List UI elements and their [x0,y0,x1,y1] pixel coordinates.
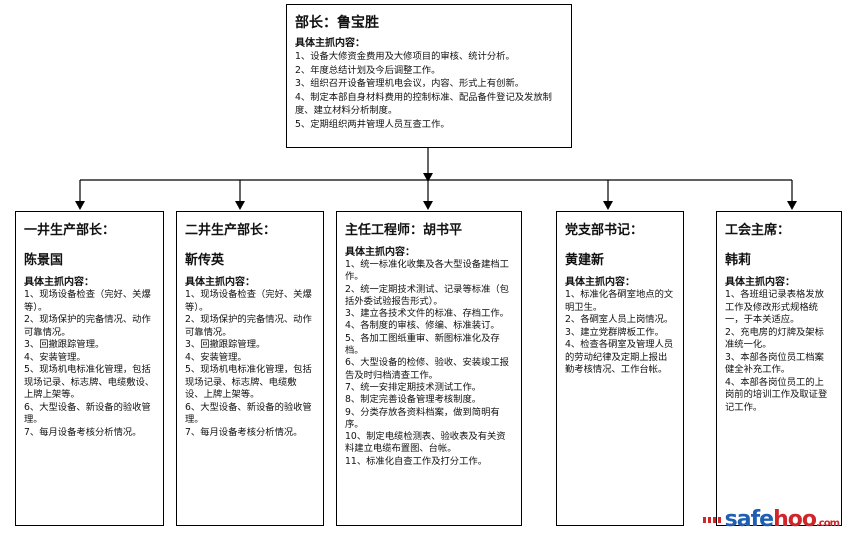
arrowhead-3 [423,201,433,210]
box-items: 1、各班组记录表格发放工作及修改形式规格统一，于本关适应。 2、充电房的灯牌及架… [725,289,833,414]
watermark-logo: safehoo.com [701,507,840,532]
list-item: 7、每月设备考核分析情况。 [185,426,303,438]
list-item: 5、各加工图纸重审、新图标准化及存档。 [345,332,500,357]
list-item: 3、建立各技术文件的标准、存档工作。 [345,308,509,320]
list-item: 1、设备大修资金费用及大修项目的审核、统计分析。 [295,51,515,62]
box-subtitle: 具体主抓内容： [185,277,255,288]
box-union-chair: 工会主席： 韩莉 具体主抓内容： 1、各班组记录表格发放工作及修改形式规格统一，… [716,211,842,526]
watermark-part2: hoo [773,507,817,532]
box-title: 二井生产部长： [185,223,277,238]
box-items: 1、统一标准化收集及各大型设备建档工作。 2、统一定期技术测试、记录等标准（包括… [345,259,513,468]
list-item: 4、各制度的审核、修编、标准装订。 [345,320,500,332]
arrowhead-2 [235,201,245,210]
box-items: 1、标准化各硐室地点的文明卫生。 2、各硐室人员上岗情况。 3、建立党群牌板工作… [565,289,675,377]
list-item: 4、制定本部自身材料费用的控制标准、配品备件登记及发放制度、建立材料分析制度。 [295,91,552,117]
list-item: 10、制定电缆检测表、验收表及有关资料建立电缆布置图、台帐。 [345,431,506,455]
list-item: 9、分类存放各资料档案，做到简明有序。 [345,406,500,430]
box-items: 1、现场设备检查（完好、关爆等）。 2、现场保护的完备情况、动作可靠情况。 3、… [24,289,155,439]
top-title: 部长：鲁宝胜 [295,15,379,31]
list-item: 1、统一标准化收集及各大型设备建档工作。 [345,259,509,283]
list-item: 5、定期组织两井管理人员互查工作。 [295,118,450,130]
box-person-name: 黄建新 [565,253,605,268]
box-items: 1、现场设备检查（完好、关爆等）。 2、现场保护的完备情况、动作可靠情况。 3、… [185,289,315,439]
box-party-secretary: 党支部书记： 黄建新 具体主抓内容： 1、标准化各硐室地点的文明卫生。 2、各硐… [556,211,684,526]
list-item: 7、统一安排定期技术测试工作。 [345,381,482,393]
box-title: 一井生产部长： [24,223,116,238]
list-item: 6、大型设备的检修、验收、安装竣工报告及时归档清查工作。 [345,357,509,381]
watermark-part1: safe [724,507,774,532]
list-item: 3、建立党群牌板工作。 [565,326,664,338]
list-item: 1、标准化各硐室地点的文明卫生。 [565,289,674,313]
box-person-name: 韩莉 [725,253,752,268]
box-mine1-director: 一井生产部长： 陈景国 具体主抓内容： 1、现场设备检查（完好、关爆等）。 2、… [15,211,164,526]
box-title: 工会主席： [725,223,791,238]
list-item: 6、大型设备、新设备的验收管理。 [24,401,151,426]
arrowhead-4 [603,201,613,210]
box-subtitle: 具体主抓内容： [24,277,94,288]
box-title: 党支部书记： [565,223,644,238]
list-item: 6、大型设备、新设备的验收管理。 [185,401,312,426]
arrowhead-1 [75,201,85,210]
watermark-dots [702,517,723,523]
list-item: 2、现场保护的完备情况、动作可靠情况。 [24,314,151,338]
box-person-name: 陈景国 [24,253,64,268]
list-item: 3、本部各岗位员工档案健全补充工作。 [725,351,824,376]
list-item: 4、安装管理。 [24,351,86,363]
list-item: 2、充电房的灯牌及架标准统一化。 [725,326,824,351]
list-item: 3、回撤跟踪管理。 [185,339,266,350]
list-item: 5、现场机电标准化管理，包括现场记录、标志牌、电缆敷设、上牌上架等。 [185,364,312,400]
arrowhead-5 [787,201,797,210]
box-subtitle: 具体主抓内容： [565,277,635,288]
list-item: 2、年度总结计划及今后调整工作。 [295,64,441,76]
box-person-name: 靳传英 [185,253,225,268]
list-item: 1、现场设备检查（完好、关爆等）。 [24,289,151,313]
box-title: 主任工程师：胡书平 [345,223,463,238]
list-item: 8、制定完善设备管理考核制度。 [345,394,482,406]
list-item: 2、各硐室人员上岗情况。 [565,314,674,325]
list-item: 2、统一定期技术测试、记录等标准（包括外委试验报告形式）。 [345,283,509,307]
box-chief-engineer: 主任工程师：胡书平 具体主抓内容： 1、统一标准化收集及各大型设备建档工作。 2… [336,211,522,526]
list-item: 11、标准化自查工作及打分工作。 [345,455,487,467]
list-item: 4、检查各硐室及管理人员的劳动纪律及定期上报出勤考核情况、工作台帐。 [565,339,674,375]
box-mine2-director: 二井生产部长： 靳传英 具体主抓内容： 1、现场设备检查（完好、关爆等）。 2、… [176,211,324,526]
box-subtitle: 具体主抓内容： [345,247,415,258]
top-items: 1、设备大修资金费用及大修项目的审核、统计分析。 2、年度总结计划及今后调整工作… [295,50,563,131]
list-item: 5、现场机电标准化管理，包括现场记录、标志牌、电缆敷设、上牌上架等。 [24,364,155,400]
list-item: 4、本部各岗位员工的上岗前的培训工作及取证登记工作。 [725,376,828,413]
arrowhead-trunk [423,173,433,182]
top-box: 部长：鲁宝胜 具体主抓内容： 1、设备大修资金费用及大修项目的审核、统计分析。 … [286,4,572,148]
list-item: 2、现场保护的完备情况、动作可靠情况。 [185,314,312,338]
list-item: 4、安装管理。 [185,351,247,363]
list-item: 3、组织召开设备管理机电会议，内容、形式上有创新。 [295,78,525,89]
list-item: 1、现场设备检查（完好、关爆等）。 [185,289,312,313]
box-subtitle: 具体主抓内容： [725,277,795,288]
list-item: 1、各班组记录表格发放工作及修改形式规格统一，于本关适应。 [725,289,824,325]
top-subtitle: 具体主抓内容： [295,38,365,49]
list-item: 7、每月设备考核分析情况。 [24,426,142,438]
list-item: 3、回撤跟踪管理。 [24,339,105,350]
watermark-suffix: .com [815,518,840,529]
